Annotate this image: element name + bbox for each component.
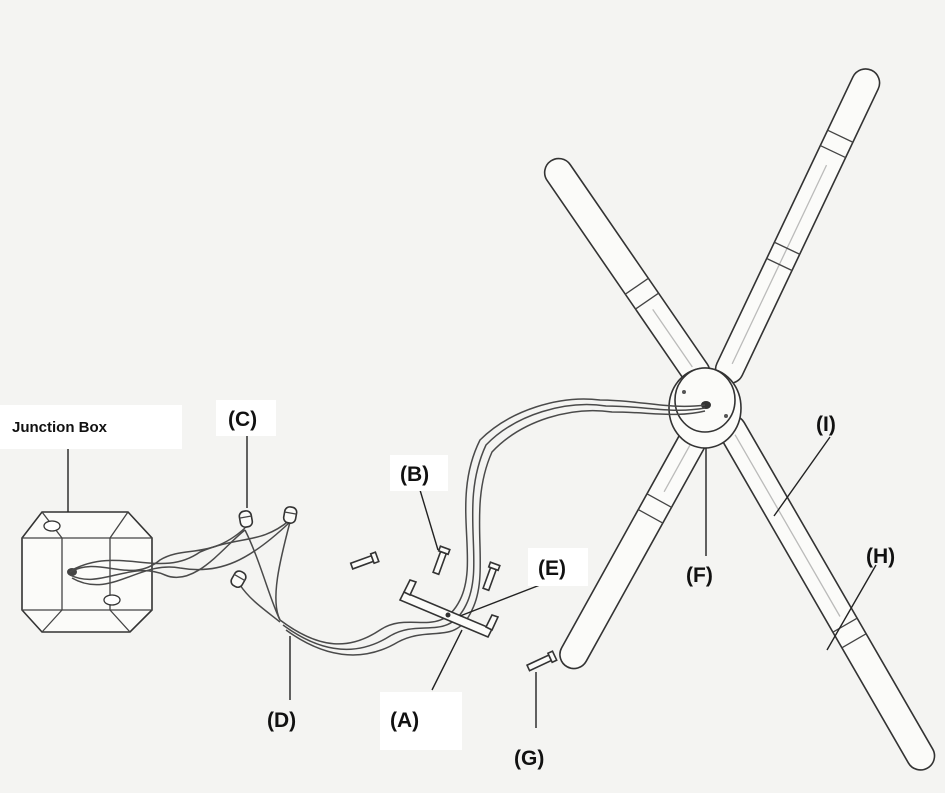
wire-connector-2 xyxy=(282,506,298,524)
label-g: (G) xyxy=(514,747,544,770)
fixture-arms xyxy=(543,68,936,771)
fixture-arm-se xyxy=(717,414,936,771)
labels: Junction Box (C) (B) (E) (A) (D) (F) (G)… xyxy=(0,400,895,770)
leader-b xyxy=(419,489,439,551)
fixture-arm-sw xyxy=(559,414,714,670)
label-junction-box: Junction Box xyxy=(12,419,108,436)
screw-1 xyxy=(349,551,380,570)
label-d: (D) xyxy=(267,709,296,732)
label-e: (E) xyxy=(538,557,566,580)
leader-h xyxy=(826,564,877,651)
fixture-arm-ne xyxy=(714,68,881,385)
wire-connector-1 xyxy=(238,510,254,528)
leader-a xyxy=(431,629,463,691)
junction-box xyxy=(21,511,153,633)
mounting-bracket xyxy=(398,579,500,639)
wires xyxy=(69,398,706,656)
label-c: (C) xyxy=(228,408,257,431)
wire-connector-3 xyxy=(230,570,247,589)
label-h: (H) xyxy=(866,545,895,568)
wire-connectors xyxy=(230,506,298,589)
leader-lines xyxy=(67,436,877,728)
label-i: (I) xyxy=(816,413,836,436)
screw-2 xyxy=(432,545,451,576)
screw-4 xyxy=(525,650,558,672)
screws xyxy=(349,545,558,672)
leader-i xyxy=(773,436,831,517)
fixture-arm-nw xyxy=(543,157,711,387)
leader-e xyxy=(459,584,541,617)
label-f: (F) xyxy=(686,564,713,587)
label-b: (B) xyxy=(400,463,429,486)
screw-3 xyxy=(482,561,501,592)
label-a: (A) xyxy=(390,709,419,732)
